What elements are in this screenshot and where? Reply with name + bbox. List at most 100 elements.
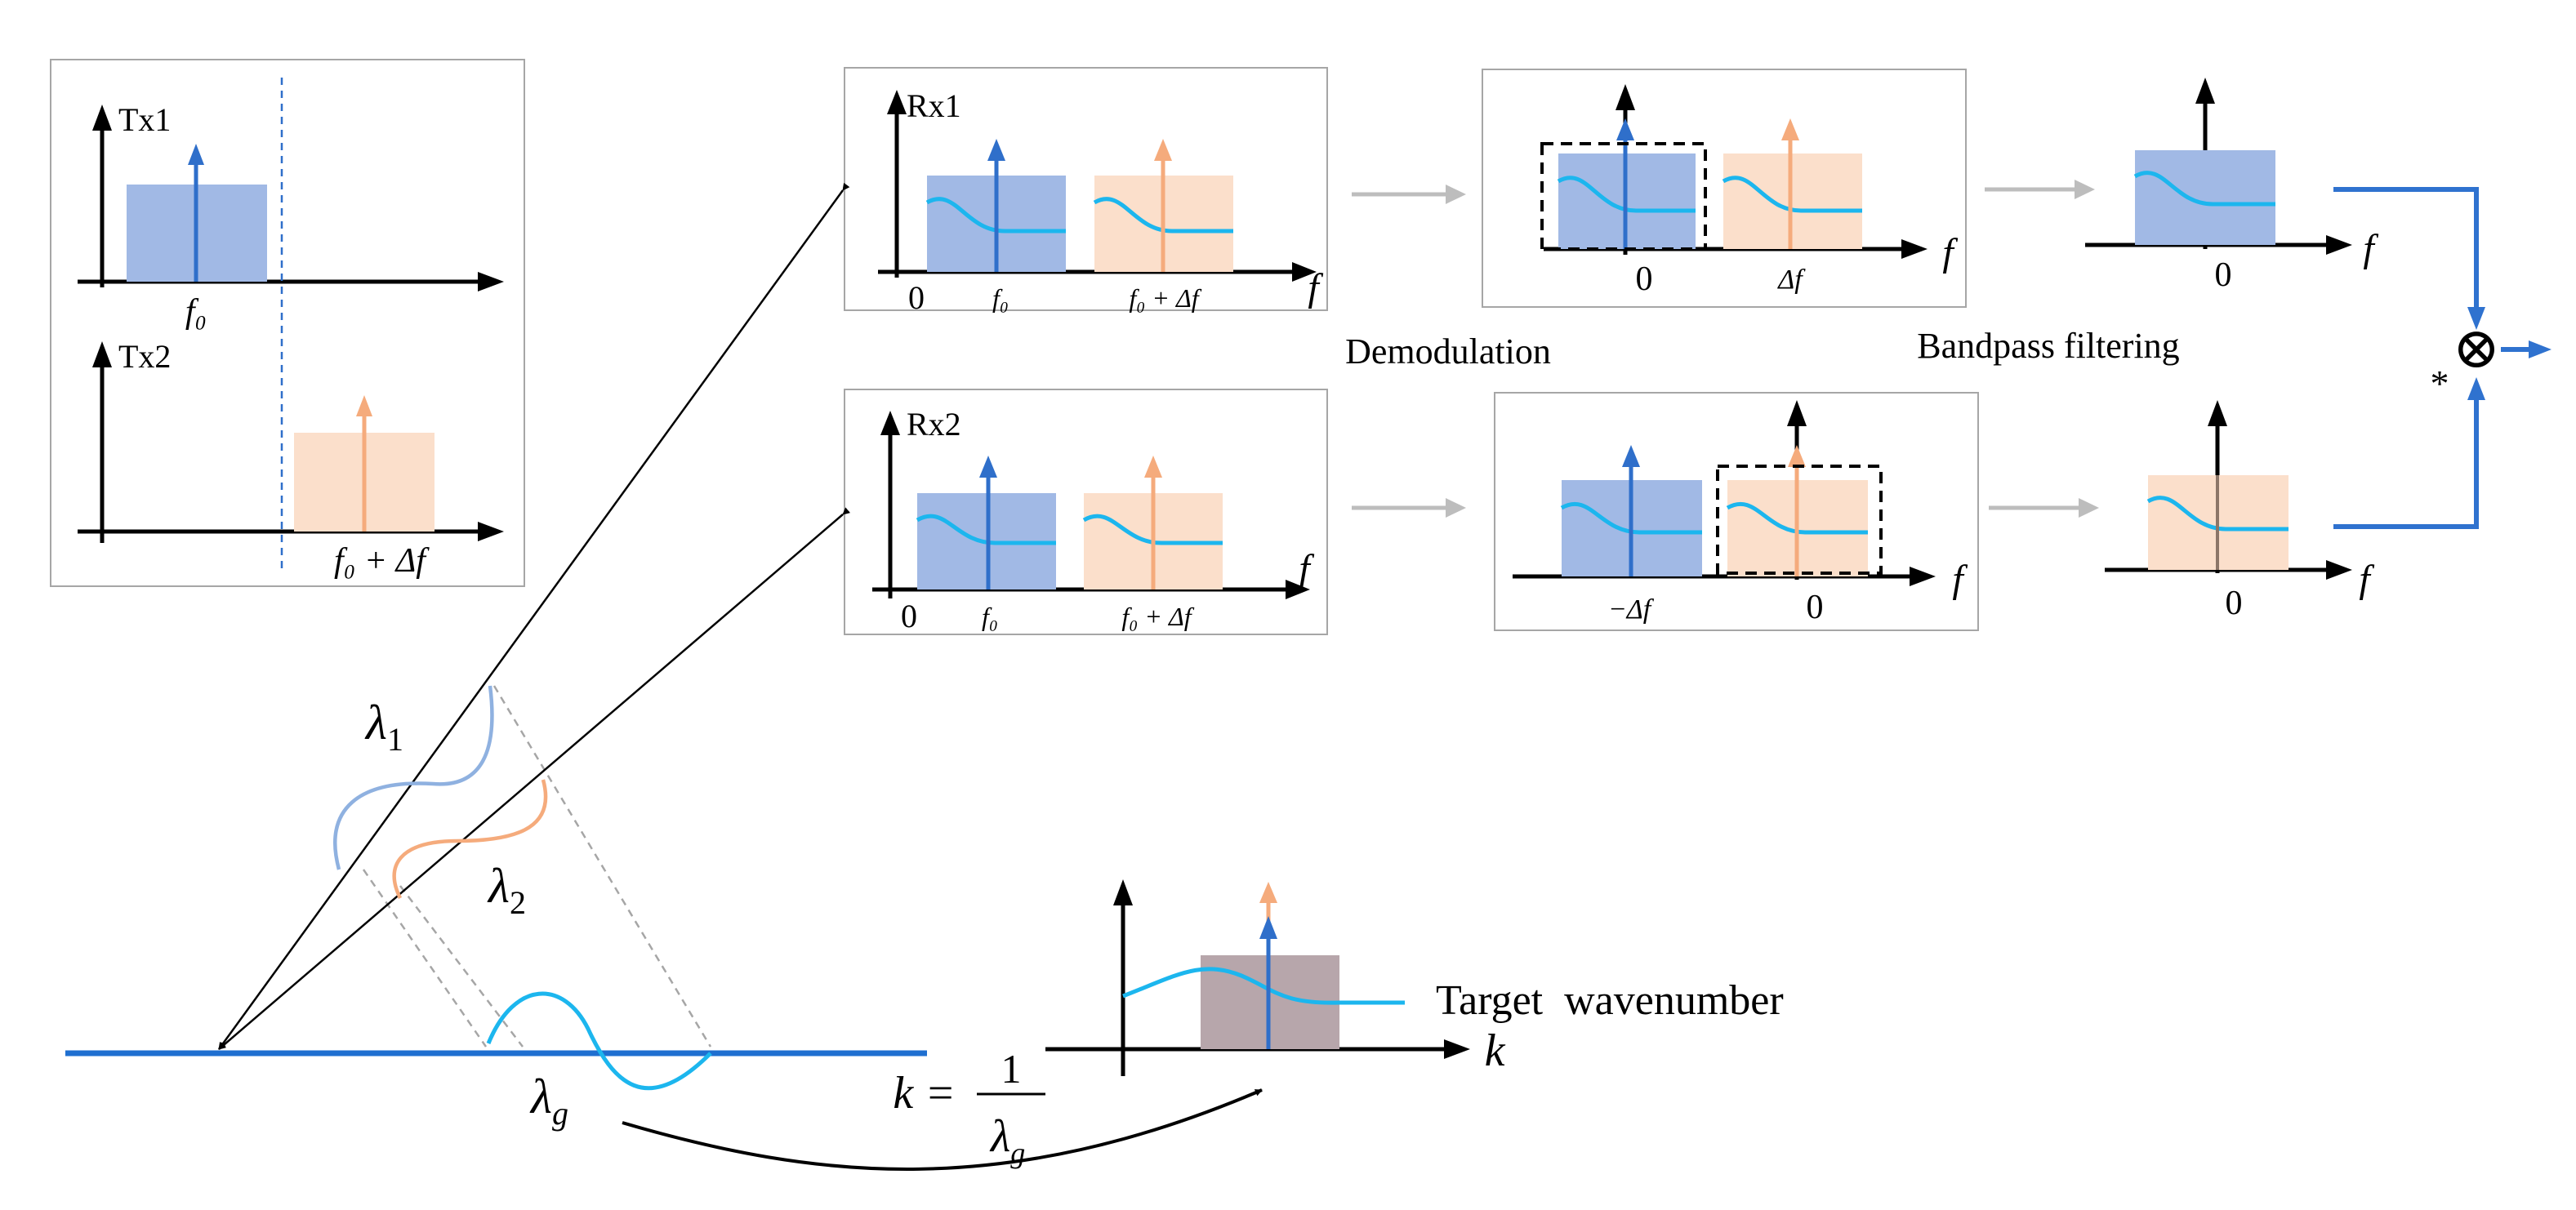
rx2-x-axis-arrowhead (1286, 580, 1310, 599)
wave-lambda-g (486, 991, 712, 1091)
process-arrow-rx1-demod-head (1446, 185, 1466, 204)
rx1-label: Rx1 (907, 87, 961, 124)
filtered2-y-axis-arrowhead (2208, 400, 2227, 426)
rx1-origin: 0 (908, 279, 925, 316)
demod2-carrier-orange-arrowhead (1788, 445, 1806, 467)
stage-label-demodulation: Demodulation (1345, 331, 1551, 371)
process-arrows (1352, 180, 2099, 518)
wavenumber-mapping-arrow (622, 1088, 1263, 1171)
wave-lambda2 (392, 779, 548, 900)
lambda-g-label: λg (529, 1070, 568, 1132)
rx2-origin: 0 (901, 598, 917, 634)
target-wavenumber-label: Target wavenumber (1436, 977, 1784, 1024)
rx1-response-curve-1 (925, 197, 1066, 234)
projection-line-1 (492, 685, 712, 1048)
demod1-response-curve-2 (1722, 176, 1862, 213)
wavenumber-y-axis-arrowhead (1113, 879, 1133, 905)
target-wavenumber-curve (1122, 967, 1405, 1005)
demod1-tick-zero: 0 (1636, 260, 1653, 298)
process-arrow-demod1-filter-head (2075, 180, 2095, 199)
k-fraction-numerator: 1 (1001, 1046, 1022, 1092)
rx2-tick-f0-df: f₀ + Δf (1121, 602, 1194, 631)
rx2-tick-f0: f₀ (982, 602, 998, 631)
process-arrow-rx2-demod-head (1446, 498, 1466, 518)
wave-geometry: λ1 λ2 λg (65, 182, 1263, 1171)
rx2-panel: Rx2 0 f₀ f₀ + Δf f (844, 389, 1328, 635)
filtered1-plot: 0 f (2085, 78, 2378, 294)
demod1-panel: 0 Δf f (1482, 69, 1967, 308)
transmit-panel-frame (50, 59, 525, 587)
tx1-y-axis-arrowhead (92, 105, 112, 131)
demod1-carrier-blue-arrowhead (1616, 118, 1634, 140)
demod1-x-axis-arrowhead (1901, 239, 1928, 259)
mixer-input-upper-arrowhead (2467, 307, 2485, 330)
lambda1-label: λ1 (364, 696, 403, 758)
demod2-panel: −Δf 0 f (1494, 392, 1979, 631)
rx1-tick-f0-df: f₀ + Δf (1129, 283, 1201, 313)
filtered2-axis-f: f (2359, 558, 2374, 601)
target-carrier-blue-arrowhead (1259, 916, 1277, 939)
rx1-tick-f0: f₀ (992, 283, 1009, 313)
demod2-tick-minus-df: −Δf (1608, 594, 1655, 625)
rx2-response-curve-2 (1082, 514, 1223, 545)
rx1-carrier-tx2-arrowhead (1154, 139, 1172, 161)
demod1-passband-window (1540, 142, 1707, 251)
rx2-label: Rx2 (907, 406, 961, 443)
demod2-x-axis-arrowhead (1910, 567, 1936, 586)
transmit-panel: Tx1 f₀ Tx2 f₀ + Δf (50, 59, 525, 587)
k-equation-lhs: k = (893, 1068, 956, 1119)
tx1-tick-f0: f₀ (185, 293, 207, 331)
filtered1-response-curve (2133, 171, 2275, 207)
wavenumber-x-axis-arrowhead (1444, 1039, 1470, 1059)
demod1-tick-df: Δf (1776, 265, 1806, 295)
rx1-y-axis-arrowhead (887, 90, 907, 114)
rx1-x-axis-arrowhead (1292, 262, 1317, 282)
incident-ray-2 (218, 507, 851, 1050)
target-carrier-orange-arrowhead (1259, 882, 1277, 903)
rx1-panel: Rx1 0 f₀ f₀ + Δf f (844, 67, 1328, 316)
wavenumber-axis-k: k (1485, 1025, 1506, 1076)
demod2-passband-window (1716, 465, 1883, 575)
demod1-response-curve-1 (1557, 176, 1696, 213)
demod1-y-axis-arrowhead (1616, 84, 1635, 110)
filtered1-axis-f: f (2363, 227, 2378, 270)
demod2-response-curve-2 (1726, 501, 1868, 535)
demod2-tick-zero: 0 (1807, 589, 1824, 626)
demod2-carrier-blue-arrowhead (1622, 445, 1640, 467)
demod1-carrier-orange-arrowhead (1781, 118, 1799, 140)
filtered2-response-curve (2146, 496, 2289, 532)
rx2-carrier-tx1-arrowhead (979, 456, 997, 478)
filtered2-tick-zero: 0 (2226, 585, 2243, 622)
mixer-input-lower (2333, 400, 2479, 529)
demod2-y-axis-arrowhead (1787, 400, 1807, 426)
filtered1-tick-zero: 0 (2215, 256, 2232, 294)
lambda2-label: λ2 (487, 859, 526, 921)
rx2-carrier-tx2-arrowhead (1144, 456, 1162, 478)
filtered2-plot: 0 f (2105, 400, 2374, 622)
k-fraction-denominator: λg (989, 1111, 1025, 1169)
filtered1-y-axis-arrowhead (2195, 78, 2215, 104)
mixer-multiply-symbol: ⊗ (2453, 318, 2501, 380)
tx1-label: Tx1 (118, 101, 171, 138)
mixer-output-arrowhead (2529, 340, 2551, 358)
rx2-y-axis-arrowhead (880, 411, 900, 435)
tx2-label: Tx2 (118, 338, 171, 375)
tx2-y-axis-arrowhead (92, 341, 112, 367)
rx1-response-curve-2 (1093, 197, 1233, 234)
demod2-response-curve-1 (1560, 501, 1702, 535)
rx1-carrier-tx1-arrowhead (987, 139, 1005, 161)
wave-lambda1 (333, 685, 494, 870)
wavenumber-plot: k = 1 λg Target wavenumber k (893, 879, 1784, 1169)
filtered1-x-axis-arrowhead (2326, 235, 2352, 255)
tx2-tick-f0-df: f₀ + Δf (334, 542, 430, 580)
mixer-conjugate-mark: * (2431, 363, 2449, 404)
projection-line-2 (362, 869, 488, 1048)
process-arrow-demod2-filter-head (2079, 498, 2099, 518)
correlation-mixer: ⊗ * (2333, 187, 2551, 529)
filtered2-x-axis-arrowhead (2326, 560, 2352, 580)
mixer-input-upper (2333, 187, 2479, 309)
demod1-band-offset (1723, 153, 1862, 249)
stage-label-bandpass: Bandpass filtering (1917, 326, 2179, 366)
mixer-input-lower-arrowhead (2467, 377, 2485, 400)
